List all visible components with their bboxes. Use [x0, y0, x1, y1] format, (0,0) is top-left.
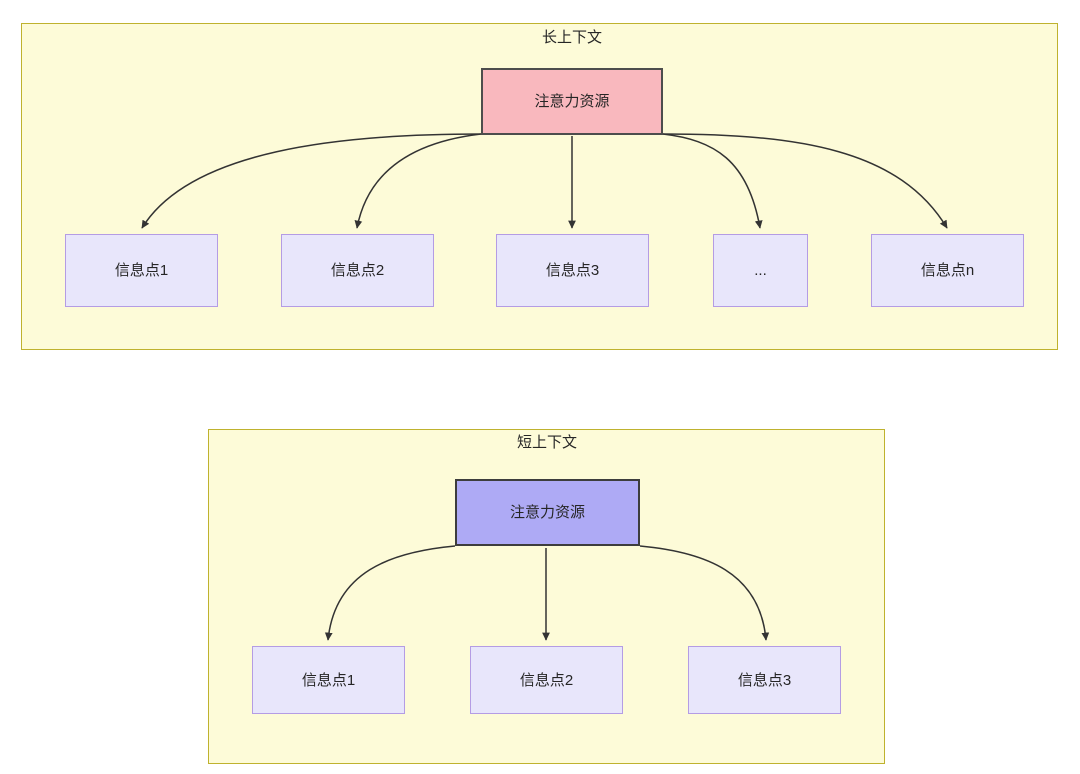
edge-root-to-leaf-3: [639, 545, 770, 641]
short-context-leaf-2-label: 信息点2: [519, 671, 574, 689]
long-context-leaf-n: 信息点n: [871, 234, 1024, 307]
long-context-title: 长上下文: [541, 29, 602, 46]
long-context-leaf-1: 信息点1: [65, 234, 218, 307]
long-context-leaf-3: 信息点3: [496, 234, 649, 307]
edge-root-to-leaf-1: [324, 545, 456, 641]
short-context-leaf-3-label: 信息点3: [737, 671, 792, 689]
edge-root-to-leaf-1: [141, 133, 482, 229]
short-context-root-node: 注意力资源: [455, 479, 640, 546]
long-context-leaf-1-label: 信息点1: [114, 262, 169, 279]
long-context-leaf-ellipsis-label: ...: [754, 262, 767, 279]
long-context-leaf-n-label: 信息点n: [920, 262, 975, 279]
short-context-leaf-3: 信息点3: [688, 646, 841, 714]
long-context-leaf-3-label: 信息点3: [545, 262, 600, 279]
short-context-root-label: 注意力资源: [509, 504, 585, 521]
long-context-leaf-2-label: 信息点2: [330, 262, 385, 279]
short-context-title: 短上下文: [516, 434, 577, 451]
short-context-leaf-1: 信息点1: [252, 646, 405, 714]
long-context-root-label: 注意力资源: [534, 93, 610, 110]
long-context-leaf-ellipsis: ...: [713, 234, 808, 307]
long-context-leaf-2: 信息点2: [281, 234, 434, 307]
edge-root-to-leaf-2: [354, 133, 482, 229]
edge-root-to-leaf-4: [662, 133, 763, 229]
long-context-root-node: 注意力资源: [481, 68, 663, 135]
short-context-leaf-1-label: 信息点1: [301, 671, 356, 689]
short-context-leaf-2: 信息点2: [470, 646, 623, 714]
edge-root-to-leaf-5: [662, 133, 948, 229]
